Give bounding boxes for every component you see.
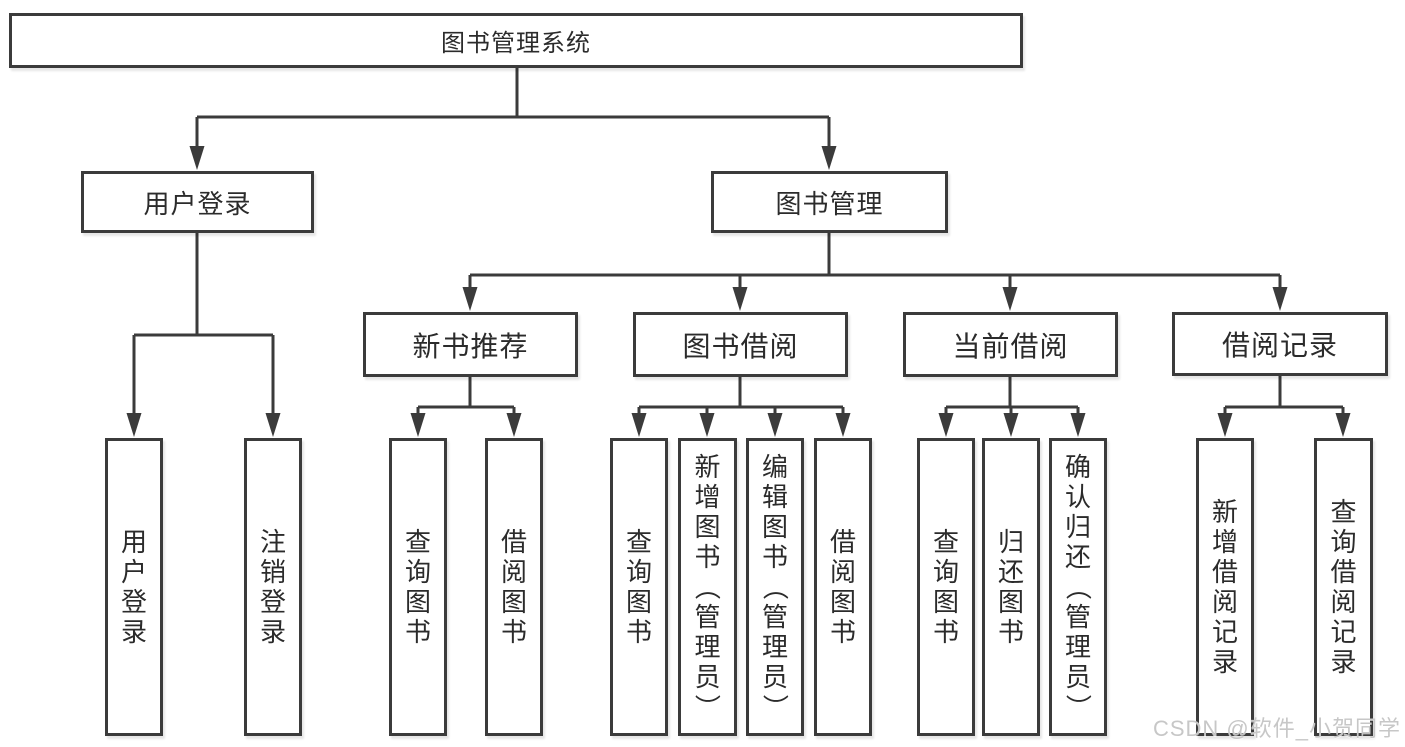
- leaf-add-borrow-record: 新增借阅记录: [1196, 438, 1254, 736]
- node-user-login: 用户登录: [81, 171, 314, 233]
- leaf-confirm-return-admin: 确认归还（管理员）: [1049, 438, 1107, 736]
- leaf-borrow-books-recommend: 借阅图书: [485, 438, 543, 736]
- node-book-borrow: 图书借阅: [633, 312, 848, 377]
- node-book-management: 图书管理: [711, 171, 948, 233]
- watermark: CSDN @软件_小贺同学: [1152, 716, 1401, 741]
- leaf-borrow-books: 借阅图书: [814, 438, 872, 736]
- leaf-query-books-recommend: 查询图书: [389, 438, 447, 736]
- node-new-book-recommend: 新书推荐: [363, 312, 578, 377]
- node-borrow-records: 借阅记录: [1172, 312, 1388, 376]
- leaf-return-books: 归还图书: [982, 438, 1040, 736]
- leaf-edit-books-admin: 编辑图书（管理员）: [746, 438, 804, 736]
- leaf-user-login: 用户登录: [105, 438, 163, 736]
- leaf-query-borrow-record: 查询借阅记录: [1314, 438, 1373, 736]
- leaf-add-books-admin: 新增图书（管理员）: [678, 438, 737, 736]
- leaf-query-books-current: 查询图书: [917, 438, 975, 736]
- leaf-logout-login: 注销登录: [244, 438, 302, 736]
- leaf-query-books-borrow: 查询图书: [610, 438, 668, 736]
- node-current-borrow: 当前借阅: [903, 312, 1118, 377]
- node-library-management-system: 图书管理系统: [9, 13, 1023, 68]
